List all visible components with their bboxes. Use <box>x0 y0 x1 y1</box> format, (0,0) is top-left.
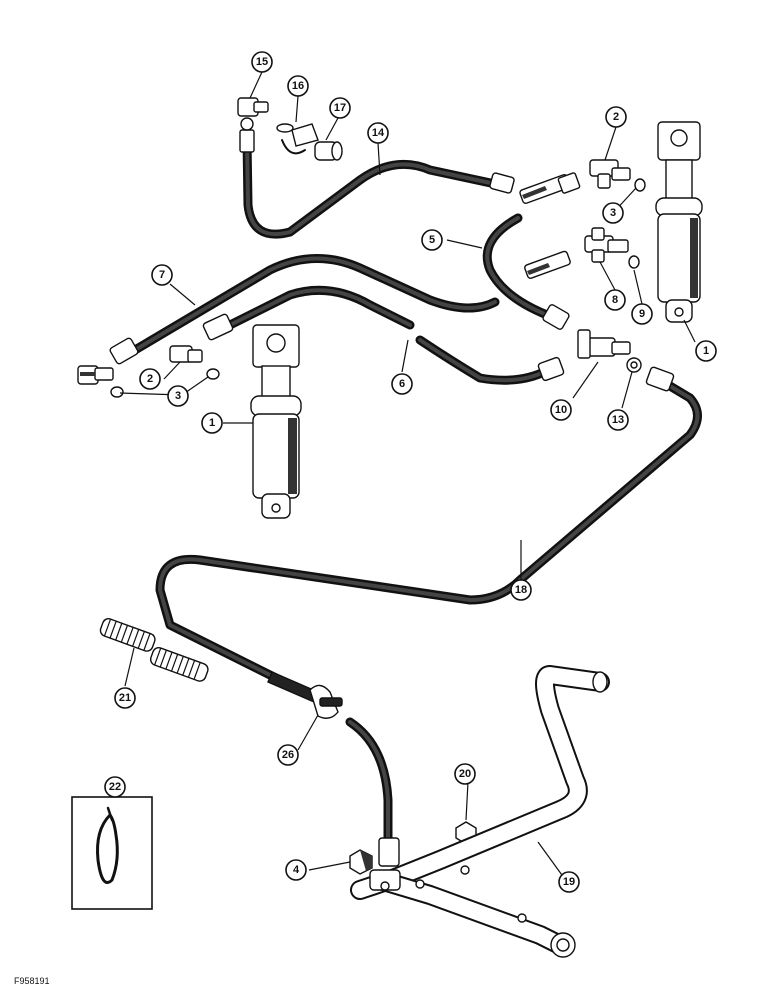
callout-6: 6 <box>391 373 413 395</box>
inset-box-22 <box>71 796 153 910</box>
hydraulic-cylinder-1-right <box>655 121 703 323</box>
adapter-upper-right <box>519 172 581 204</box>
callout-16: 16 <box>287 75 309 97</box>
callout-1-right: 1 <box>695 340 717 362</box>
adapter-lower-right <box>524 250 571 279</box>
svg-text:26: 26 <box>282 749 294 761</box>
callout-15: 15 <box>251 51 273 73</box>
callout-22: 22 <box>104 776 126 798</box>
callout-3-left: 3 <box>167 385 189 407</box>
o-ring-3-right <box>634 178 646 192</box>
callout-7: 7 <box>151 264 173 286</box>
hose-14 <box>239 129 515 239</box>
callout-26: 26 <box>277 744 299 766</box>
nut-4 <box>349 849 373 875</box>
tee-fitting-8 <box>584 227 629 263</box>
tee-fitting-10 <box>577 329 631 359</box>
svg-text:4: 4 <box>293 864 300 876</box>
figure-code: F958191 <box>14 976 50 986</box>
svg-text:22: 22 <box>109 781 121 793</box>
callout-2-upper: 2 <box>605 106 627 128</box>
tube-19 <box>350 665 610 958</box>
svg-text:1: 1 <box>209 417 215 429</box>
tee-fitting-2-right <box>589 159 631 189</box>
cap-17 <box>314 141 343 161</box>
hydraulic-cylinder-1-left <box>250 324 302 519</box>
leader-lines <box>119 71 696 883</box>
callout-10: 10 <box>550 399 572 421</box>
svg-text:1: 1 <box>703 345 709 357</box>
callout-20: 20 <box>454 763 476 785</box>
svg-text:3: 3 <box>610 207 616 219</box>
callout-17: 17 <box>329 97 351 119</box>
hose-lower <box>345 717 400 867</box>
elbow-fitting-15 <box>237 97 269 131</box>
o-ring-9 <box>628 255 640 269</box>
callout-3-upper: 3 <box>602 202 624 224</box>
hose-5 <box>482 213 570 330</box>
svg-text:13: 13 <box>612 414 624 426</box>
svg-text:7: 7 <box>159 269 165 281</box>
svg-text:3: 3 <box>175 390 181 402</box>
adapter-16 <box>276 123 319 155</box>
svg-text:10: 10 <box>555 404 567 416</box>
callout-13: 13 <box>607 409 629 431</box>
svg-text:17: 17 <box>334 102 346 114</box>
o-ring-3-left-b <box>206 368 220 380</box>
svg-text:20: 20 <box>459 768 471 780</box>
callout-14: 14 <box>367 122 389 144</box>
svg-text:8: 8 <box>612 294 618 306</box>
clamp-26 <box>309 684 343 719</box>
svg-text:15: 15 <box>256 56 268 68</box>
nut-13 <box>626 357 642 373</box>
hose-7 <box>109 254 500 365</box>
callout-2-left: 2 <box>139 368 161 390</box>
callout-1-left: 1 <box>201 412 223 434</box>
elbow-fitting-2-left-b <box>169 345 203 363</box>
svg-text:19: 19 <box>563 876 575 888</box>
callout-4: 4 <box>285 859 307 881</box>
hose-6 <box>202 285 565 385</box>
svg-text:5: 5 <box>429 234 435 246</box>
callout-5: 5 <box>421 229 443 251</box>
elbow-fitting-2-left-a <box>77 365 114 385</box>
o-ring-3-left-a <box>110 386 124 398</box>
svg-text:2: 2 <box>613 111 619 123</box>
svg-text:21: 21 <box>119 692 131 704</box>
svg-text:6: 6 <box>399 378 405 390</box>
callout-9: 9 <box>631 303 653 325</box>
svg-text:9: 9 <box>639 308 645 320</box>
hose-18 <box>155 366 702 703</box>
svg-text:18: 18 <box>515 584 527 596</box>
callout-21: 21 <box>114 687 136 709</box>
svg-text:14: 14 <box>372 127 385 139</box>
svg-text:16: 16 <box>292 80 304 92</box>
callout-8: 8 <box>604 289 626 311</box>
svg-text:2: 2 <box>147 373 153 385</box>
spring-guard-21 <box>99 618 209 682</box>
callout-19: 19 <box>558 871 580 893</box>
callout-18: 18 <box>510 579 532 601</box>
